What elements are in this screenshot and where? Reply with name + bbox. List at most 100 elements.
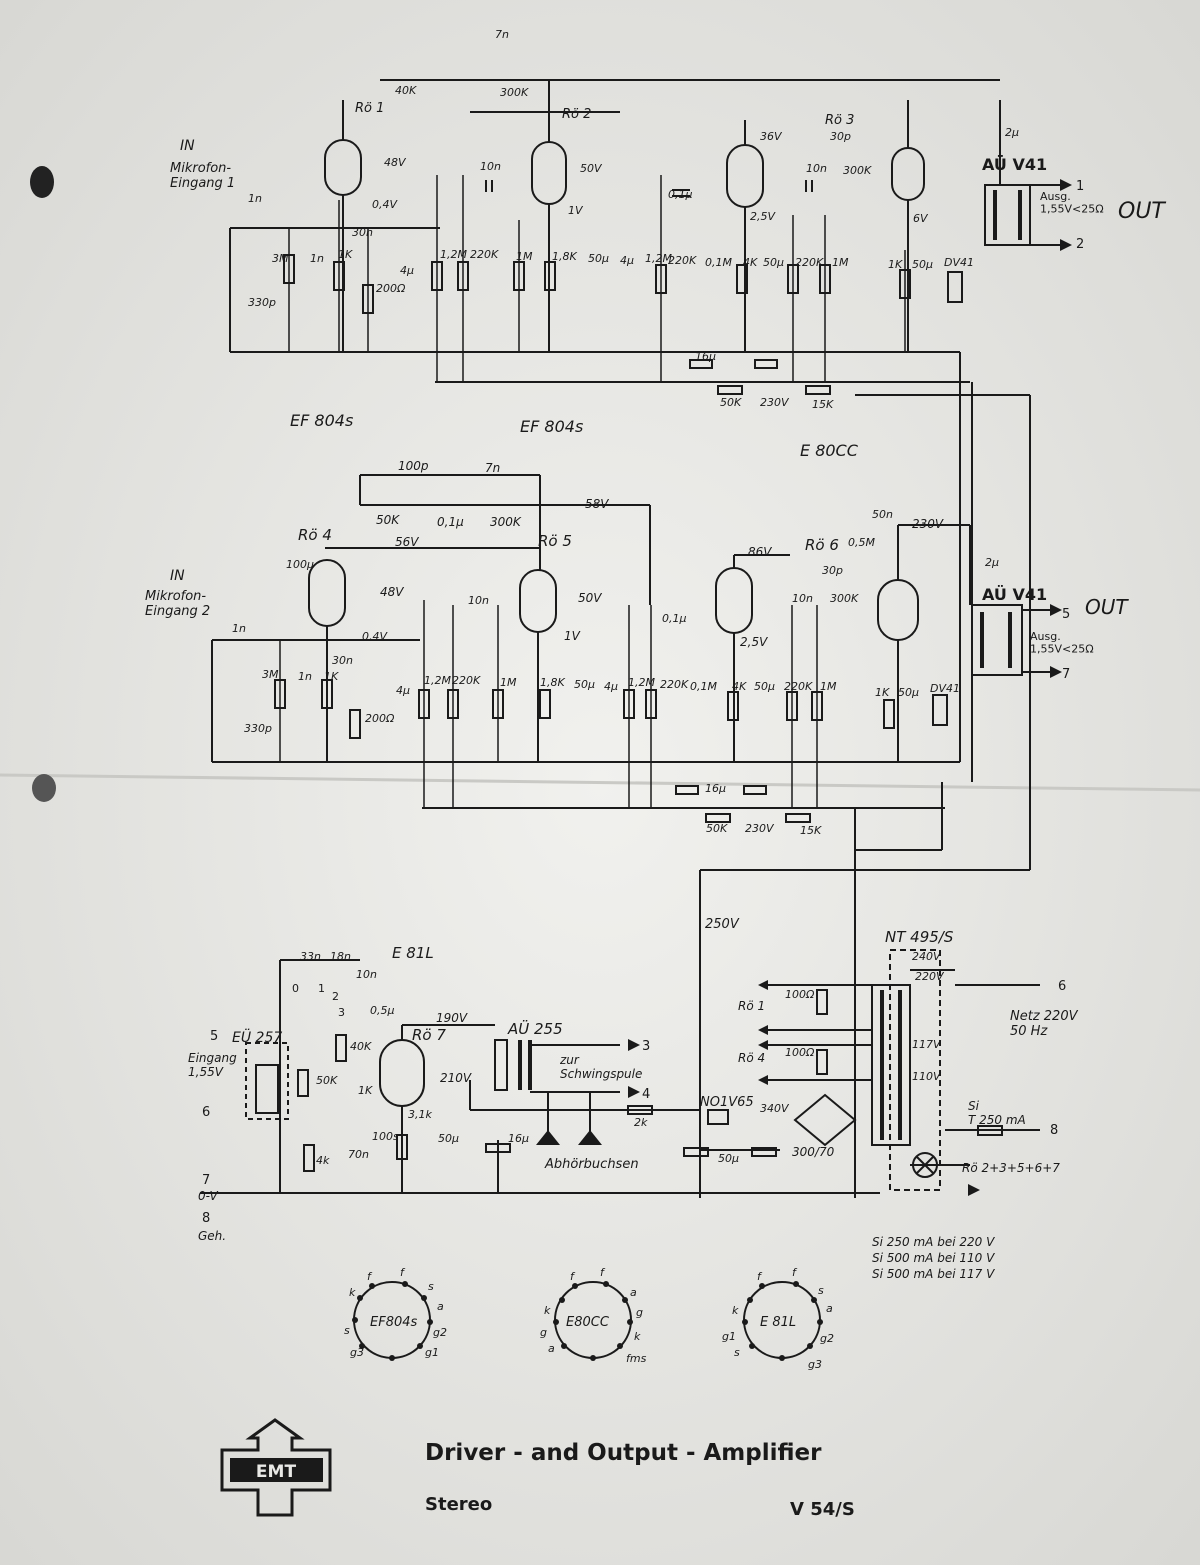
section-label-tube-b: EF 804s (520, 417, 583, 436)
pinout-dots (352, 1281, 823, 1361)
component-label: 50µ (763, 256, 784, 269)
component-label: 1n (232, 622, 246, 635)
driver-output-transformer-icon (494, 1039, 508, 1091)
power-supply (683, 949, 1040, 1191)
pinout-e80cc-name: E80CC (566, 1315, 610, 1330)
component-label: 3 (338, 1006, 345, 1019)
input-transformer-icon (255, 1064, 279, 1114)
component-label: g3 (808, 1358, 822, 1371)
component-label: 220K (668, 254, 697, 267)
stage2-pin-out-5: 5 (1062, 607, 1070, 622)
component-label: 0,1M (705, 256, 732, 269)
component-label: 58V (585, 497, 609, 511)
power-r100b: 100Ω (785, 1046, 815, 1059)
component-label: 330p (248, 296, 276, 309)
power-v220: 220V (915, 970, 945, 983)
bridge-rectifier-icon (793, 1093, 857, 1147)
component-label: 220K (452, 674, 481, 687)
component-label: 40K (395, 84, 417, 97)
component-label: 50µ (438, 1132, 459, 1145)
power-rectifier: 300/70 (792, 1145, 835, 1159)
driver-component-values: 40K 1K 50K 4k 70n 100s 3,1k 50µ 16µ (316, 1040, 529, 1167)
component-label: 6V (913, 212, 929, 225)
component-label: f (600, 1266, 606, 1279)
power-pin-8: 8 (1050, 1123, 1058, 1138)
stage2-supply-r1: 50K (706, 822, 728, 835)
component-label: 50µ (574, 678, 595, 691)
component-label: 0,1M (690, 680, 717, 693)
driver-switch-positions: 0 1 2 3 (292, 982, 345, 1019)
section-label-tube-c: E 80CC (800, 441, 859, 460)
component-label: k (349, 1286, 356, 1299)
power-heater: Rö 2+3+5+6+7 (962, 1161, 1060, 1175)
component-label: 200Ω (376, 282, 406, 295)
component-label: DV41 (944, 256, 974, 269)
component-label: 36V (760, 130, 783, 143)
power-v340: 340V (760, 1102, 790, 1115)
component-label: DV41 (930, 682, 960, 695)
stage2-pin-out-7: 7 (1062, 667, 1070, 682)
driver-pin-6: 6 (202, 1105, 210, 1120)
component-label: g2 (820, 1332, 834, 1345)
component-label: a (826, 1302, 833, 1315)
component-label: 220K (470, 248, 499, 261)
component-label: fms (626, 1352, 647, 1365)
component-label: f (367, 1270, 373, 1283)
component-label: s (818, 1284, 824, 1297)
driver-v210: 210V (440, 1071, 472, 1085)
component-label: 50µ (898, 686, 919, 699)
stage1-supply-r2: 15K (812, 398, 834, 411)
component-label: 70n (348, 1148, 369, 1161)
component-label: k (634, 1330, 641, 1343)
component-label: 1,8K (552, 250, 577, 263)
component-label: 1K (338, 248, 353, 261)
component-label: 220K (795, 256, 824, 269)
component-label: 0,1µ (437, 515, 464, 529)
driver-pin-3: 3 (642, 1039, 650, 1054)
stage1-output-label: Ausg.1,55V<25Ω (1040, 190, 1104, 216)
component-label: 7n (485, 461, 500, 475)
component-label: 10n (480, 160, 501, 173)
power-v117: 117V (912, 1038, 942, 1051)
component-label: 1V (568, 204, 584, 217)
power-v110: 110V (912, 1070, 942, 1083)
component-label: g3 (350, 1346, 364, 1359)
stage1-supply-cap: 16µ (695, 350, 716, 363)
component-label: 0,4V (362, 630, 388, 643)
component-label: 100s (372, 1130, 399, 1143)
component-label: 0,5µ (370, 1004, 395, 1017)
power-fuse-notes: Si 250 mA bei 220 V Si 500 mA bei 110 V … (872, 1235, 995, 1281)
component-label: 1,2M (628, 676, 655, 689)
component-label: 50µ (754, 680, 775, 693)
stage1-transformer-label: AÜ V41 (982, 155, 1047, 174)
document-subtitle: Stereo (425, 1494, 492, 1515)
component-label: 300K (500, 86, 529, 99)
component-label: 50K (316, 1074, 338, 1087)
component-label: 200Ω (365, 712, 395, 725)
component-label: 86V (748, 545, 772, 559)
paper-crease (0, 773, 1200, 792)
component-label: 1 (318, 982, 325, 995)
pinout-e81l-name: E 81L (760, 1315, 796, 1330)
stage2-supply-r2: 15K (800, 824, 822, 837)
driver-v250: 250V (705, 917, 740, 932)
component-label: 3,1k (408, 1108, 432, 1121)
stage2-transformer-label: AÜ V41 (982, 585, 1047, 604)
driver-pin-8: 8 (202, 1211, 210, 1226)
component-label: Si 500 mA bei 110 V (872, 1251, 995, 1265)
component-label: 300K (830, 592, 859, 605)
component-label: 1n (248, 192, 262, 205)
driver-tube-label: E 81L (392, 944, 434, 962)
component-label: 7n (495, 28, 509, 41)
component-label: k (732, 1304, 739, 1317)
component-label: 4K (732, 680, 747, 693)
component-label: 48V (384, 156, 407, 169)
power-pin-6: 6 (1058, 979, 1066, 994)
component-label: 2,5V (740, 635, 768, 649)
component-label: 30p (822, 564, 843, 577)
driver-output-transformer: AÜ 255 (507, 1019, 563, 1038)
driver-ground-geh: Geh. (198, 1229, 226, 1243)
component-label: 10n (356, 968, 377, 981)
